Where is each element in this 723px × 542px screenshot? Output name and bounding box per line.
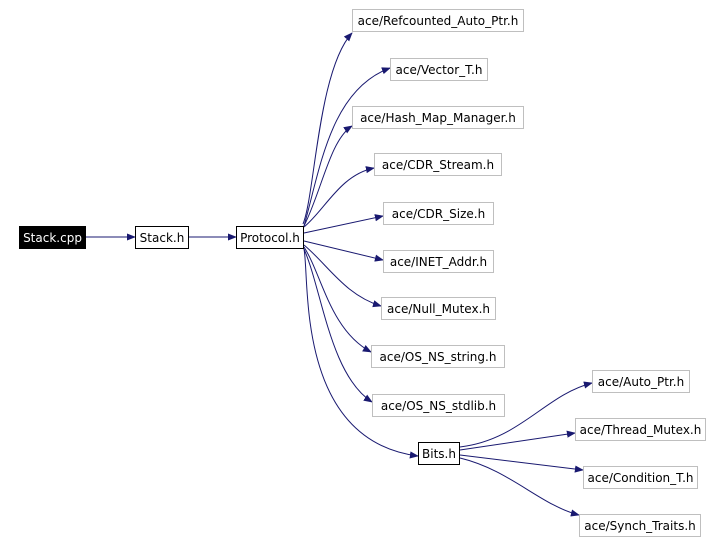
node-os-ns-string[interactable]: ace/OS_NS_string.h bbox=[371, 345, 505, 368]
node-label: Bits.h bbox=[422, 446, 456, 461]
node-auto-ptr[interactable]: ace/Auto_Ptr.h bbox=[592, 370, 690, 393]
node-label: ace/OS_NS_string.h bbox=[379, 349, 497, 364]
node-bits-h[interactable]: Bits.h bbox=[418, 442, 460, 465]
edge-protocol-h-to-cdr-stream bbox=[303, 166, 375, 228]
node-condition-t[interactable]: ace/Condition_T.h bbox=[583, 466, 698, 489]
node-label: Protocol.h bbox=[240, 230, 300, 245]
node-label: ace/CDR_Stream.h bbox=[381, 157, 495, 172]
node-hash-map-manager[interactable]: ace/Hash_Map_Manager.h bbox=[352, 106, 524, 129]
node-synch-traits[interactable]: ace/Synch_Traits.h bbox=[579, 514, 701, 537]
node-inet-addr[interactable]: ace/INET_Addr.h bbox=[383, 250, 494, 273]
node-label: ace/Synch_Traits.h bbox=[584, 518, 696, 533]
node-null-mutex[interactable]: ace/Null_Mutex.h bbox=[381, 297, 496, 320]
node-vector-t[interactable]: ace/Vector_T.h bbox=[390, 58, 488, 81]
node-label: ace/Null_Mutex.h bbox=[387, 301, 490, 316]
node-label: ace/Thread_Mutex.h bbox=[579, 422, 702, 437]
edge-protocol-h-to-null-mutex bbox=[303, 244, 382, 308]
node-thread-mutex[interactable]: ace/Thread_Mutex.h bbox=[575, 418, 706, 441]
node-label: Stack.h bbox=[139, 230, 185, 245]
node-label: ace/Refcounted_Auto_Ptr.h bbox=[357, 13, 519, 28]
node-cdr-stream[interactable]: ace/CDR_Stream.h bbox=[374, 153, 502, 176]
edge-protocol-h-to-cdr-size bbox=[303, 214, 384, 234]
node-label: ace/Auto_Ptr.h bbox=[597, 374, 685, 389]
node-label: Stack.cpp bbox=[23, 230, 82, 245]
edge-protocol-h-to-bits-h bbox=[303, 248, 419, 459]
edge-protocol-h-to-inet-addr bbox=[303, 240, 384, 262]
edge-bits-h-to-auto-ptr bbox=[459, 381, 593, 448]
edge-bits-h-to-thread-mutex bbox=[459, 430, 576, 451]
node-os-ns-stdlib[interactable]: ace/OS_NS_stdlib.h bbox=[372, 394, 505, 417]
edge-protocol-h-to-os-ns-stdlib bbox=[303, 248, 373, 403]
node-label: ace/Vector_T.h bbox=[395, 62, 483, 77]
edge-protocol-h-to-refcounted bbox=[302, 32, 353, 225]
node-cdr-size[interactable]: ace/CDR_Size.h bbox=[383, 202, 494, 225]
node-label: ace/OS_NS_stdlib.h bbox=[380, 398, 497, 413]
edge-bits-h-to-synch-traits bbox=[459, 457, 580, 517]
node-label: ace/Hash_Map_Manager.h bbox=[360, 110, 516, 125]
edge-protocol-h-to-hashmap bbox=[303, 125, 353, 227]
node-label: ace/CDR_Size.h bbox=[391, 206, 486, 221]
node-stack-h[interactable]: Stack.h bbox=[135, 226, 189, 249]
edge-protocol-h-to-vector bbox=[303, 67, 391, 227]
node-stack-cpp[interactable]: Stack.cpp bbox=[19, 226, 86, 249]
node-label: ace/INET_Addr.h bbox=[389, 254, 488, 269]
edge-bits-h-to-condition-t bbox=[459, 454, 584, 473]
node-label: ace/Condition_T.h bbox=[587, 470, 694, 485]
node-protocol-h[interactable]: Protocol.h bbox=[236, 226, 304, 249]
edge-protocol-h-to-os-ns-string bbox=[303, 246, 372, 353]
node-refcounted-auto-ptr[interactable]: ace/Refcounted_Auto_Ptr.h bbox=[352, 9, 524, 32]
